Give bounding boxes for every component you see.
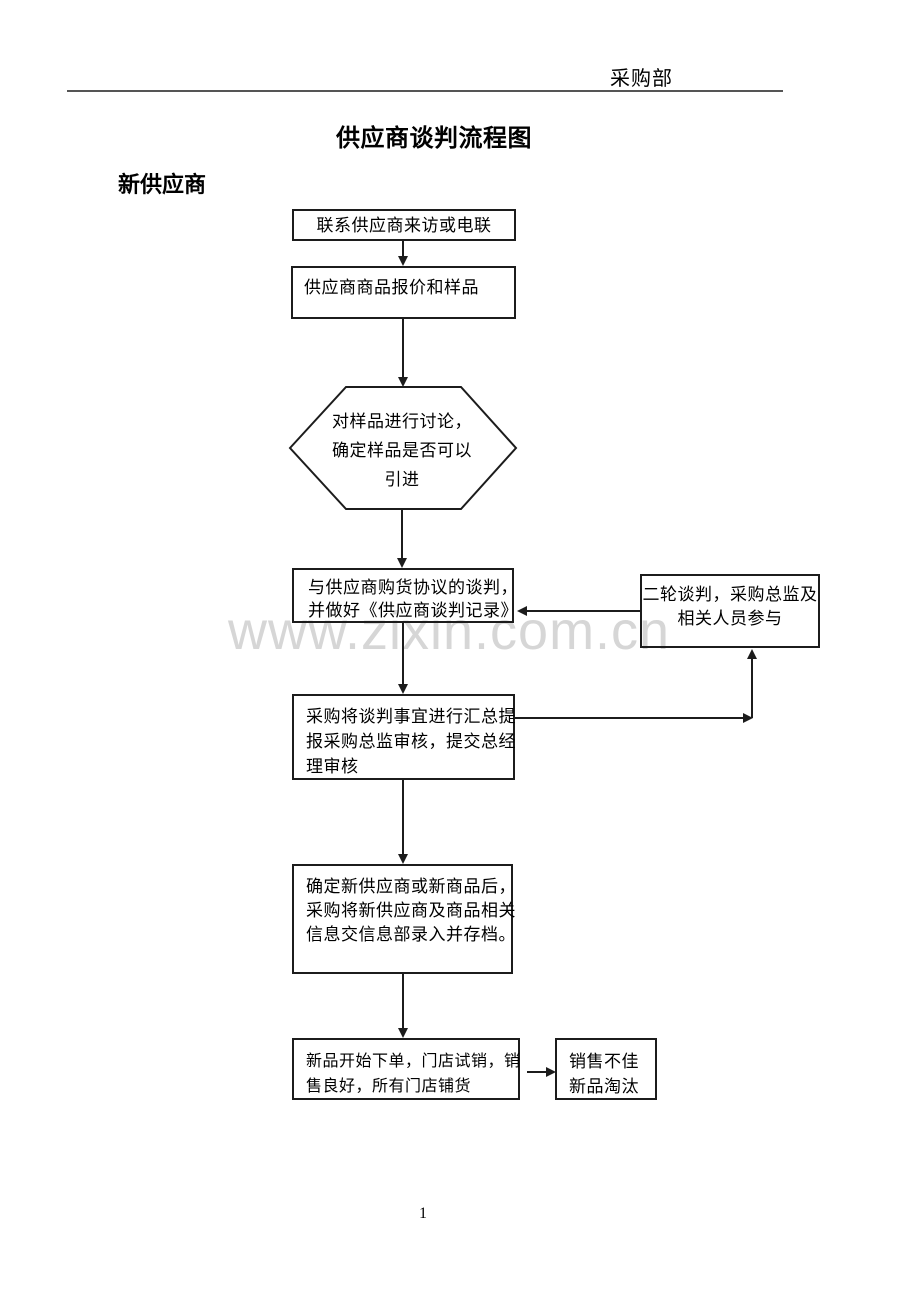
arrowhead-trialsale-to-eliminate	[546, 1067, 556, 1077]
node-second-round: 二轮谈判，采购总监及 相关人员参与	[640, 574, 820, 648]
arrowhead-quote-to-decision	[398, 377, 408, 387]
arrowhead-archive-to-trialsale	[398, 1028, 408, 1038]
arrowhead-secondround-to-negotiate	[517, 606, 527, 616]
arrowhead-decision-to-negotiate	[397, 558, 407, 568]
arrowhead-summary-to-secondround	[747, 649, 757, 659]
node-purchase-negotiation: 与供应商购货协议的谈判， 并做好《供应商谈判记录》	[292, 568, 518, 623]
decision-hexagon-shape	[288, 386, 518, 510]
node-record-archive: 确定新供应商或新商品后， 采购将新供应商及商品相关 信息交信息部录入并存档。	[292, 864, 516, 974]
header-department-label: 采购部	[610, 68, 673, 90]
arrowhead-contact-to-quote	[398, 256, 408, 266]
section-heading-new-supplier: 新供应商	[118, 172, 207, 197]
page-number: 1	[419, 1205, 427, 1222]
arrowhead-negotiate-to-summary	[398, 684, 408, 694]
page-title: 供应商谈判流程图	[336, 126, 532, 152]
node-quote-and-sample: 供应商商品报价和样品	[291, 266, 516, 319]
node-eliminate: 销售不佳 新品淘汰	[555, 1038, 657, 1100]
node-trial-sale: 新品开始下单，门店试销，销 售良好，所有门店铺货	[292, 1038, 520, 1100]
arrowhead-summary-to-archive	[398, 854, 408, 864]
node-sample-discussion-label: 对样品进行讨论， 确定样品是否可以 引进	[332, 412, 472, 489]
header-divider-line	[67, 90, 783, 92]
node-contact-supplier: 联系供应商来访或电联	[292, 209, 516, 241]
node-summary-review: 采购将谈判事宜进行汇总提 报采购总监审核，提交总经 理审核	[292, 694, 516, 780]
arrowhead-summary-right	[743, 713, 753, 723]
